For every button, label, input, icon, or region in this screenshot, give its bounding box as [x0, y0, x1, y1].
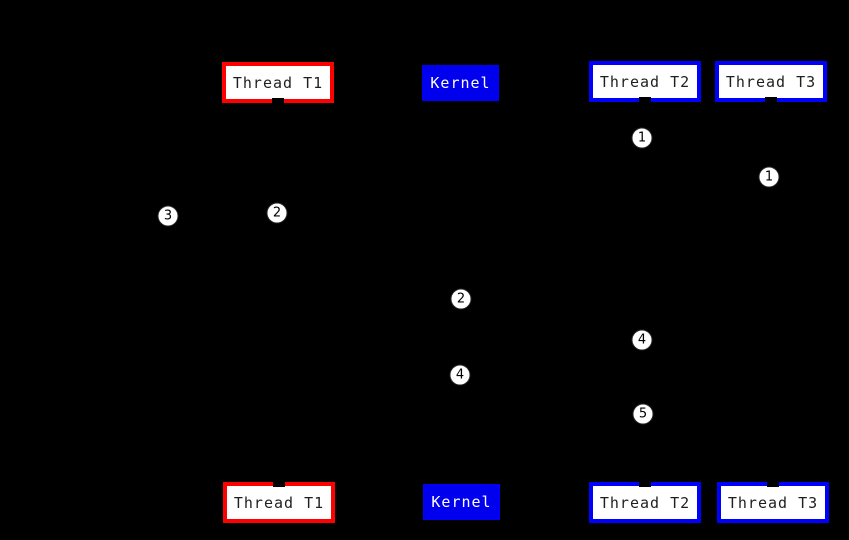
participant-thread-t3-top: Thread T3: [715, 61, 827, 102]
participant-thread-t3-bottom: Thread T3: [717, 482, 829, 523]
step-marker-5: 5: [632, 403, 654, 425]
step-marker-4a: 4: [631, 329, 653, 351]
step-marker-1a: 1: [631, 127, 653, 149]
participant-thread-t2-top: Thread T2: [589, 61, 701, 102]
step-marker-1b: 1: [758, 166, 780, 188]
participant-thread-t1-top: Thread T1: [222, 62, 334, 103]
participant-thread-t1-bottom: Thread T1: [223, 482, 335, 523]
step-marker-4b: 4: [449, 364, 471, 386]
participant-kernel-bottom: Kernel: [423, 484, 500, 520]
participant-kernel-top: Kernel: [422, 65, 499, 101]
step-marker-2a: 2: [266, 202, 288, 224]
step-marker-3: 3: [157, 205, 179, 227]
participant-thread-t2-bottom: Thread T2: [589, 482, 701, 523]
step-marker-2b: 2: [450, 288, 472, 310]
